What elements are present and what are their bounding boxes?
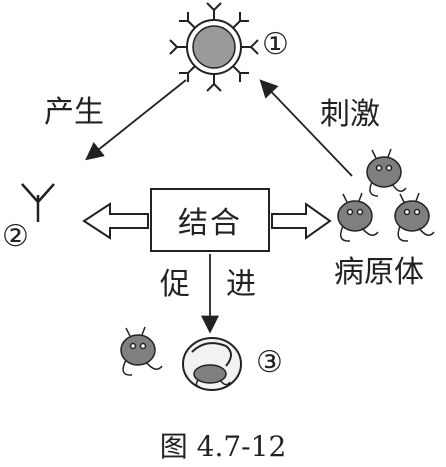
pathogen-2 (337, 192, 379, 242)
pathogen-free (120, 326, 163, 376)
antibody-icon (21, 183, 55, 222)
marker-antibody: ② (2, 219, 29, 254)
marker-cell: ① (262, 27, 289, 62)
label-promote-2: 进 (226, 267, 256, 302)
figure-caption: 图 4.7-12 (159, 430, 287, 463)
label-stimulate: 刺激 (320, 97, 380, 132)
hollow-arrow-left (82, 202, 149, 240)
pathogen-cluster (337, 148, 435, 242)
marker-phagocyte: ③ (256, 345, 283, 380)
label-pathogen: 病原体 (334, 255, 424, 290)
pathogen-1 (366, 148, 407, 197)
plasma-cell (169, 2, 259, 92)
bind-box: 结合 (150, 188, 270, 252)
arrow-stimulate (259, 79, 353, 177)
hollow-arrow-right (271, 202, 332, 240)
label-produce: 产生 (44, 95, 104, 130)
arrow-produce (85, 79, 187, 161)
phagocyte (182, 337, 242, 391)
label-bind: 结合 (178, 206, 242, 241)
label-promote-1: 促 (160, 267, 190, 302)
pathogen-3 (394, 192, 435, 242)
